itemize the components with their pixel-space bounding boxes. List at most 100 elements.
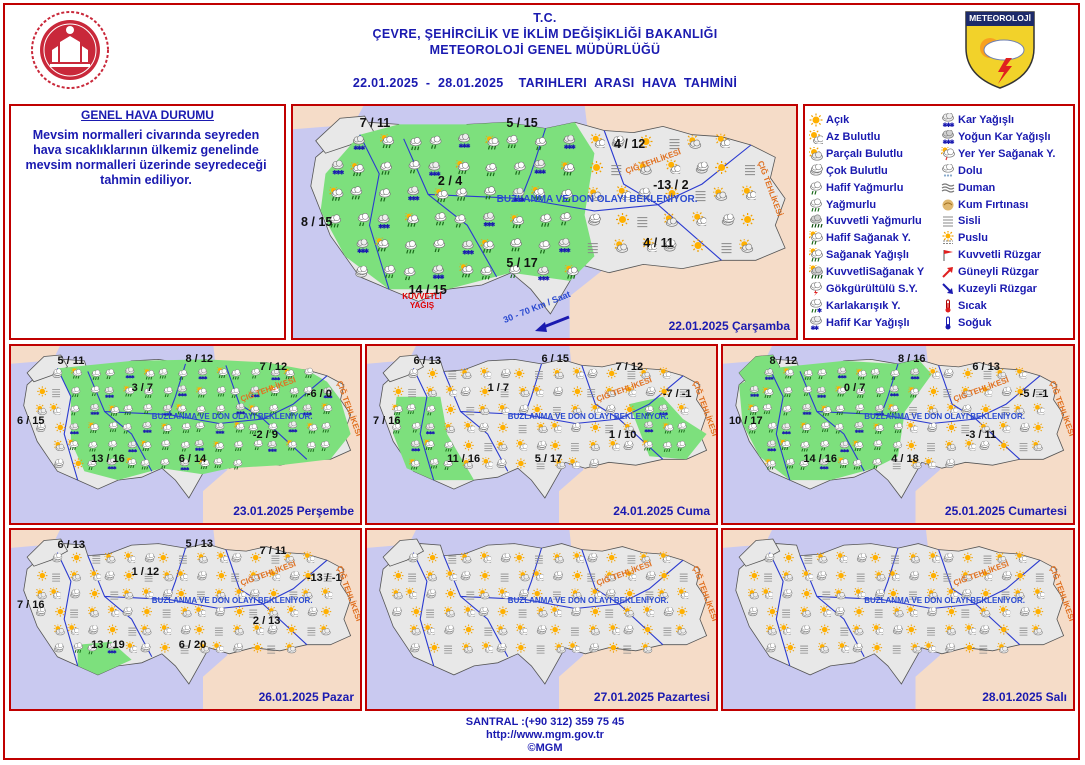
temperature-label: 2 / 4	[437, 173, 463, 188]
light-rain-icon	[108, 440, 118, 451]
sun-icon	[320, 606, 332, 617]
svg-text:✱: ✱	[277, 376, 282, 381]
partly-cloudy-icon	[713, 187, 728, 201]
region-boundary	[618, 375, 684, 420]
rain-icon	[762, 403, 772, 415]
svg-text:✱: ✱	[541, 276, 546, 283]
sun-small-cloud-icon	[999, 605, 1011, 617]
light-rain-icon	[799, 459, 809, 471]
partly-cloudy-icon	[496, 440, 508, 452]
cloud-icon	[518, 589, 529, 599]
shower-icon	[216, 367, 228, 379]
light-rain-icon	[163, 386, 173, 398]
shower-icon	[143, 368, 155, 380]
sun-icon	[141, 606, 153, 617]
svg-text:✱: ✱	[241, 410, 246, 415]
temperature-label: 8 / 15	[301, 215, 333, 229]
partly-cloudy-icon	[623, 606, 635, 618]
temperature-label: -13 / 2	[653, 177, 689, 192]
fog-icon	[180, 645, 189, 654]
svg-text:✱: ✱	[840, 448, 845, 453]
region-boundary	[104, 595, 264, 610]
cloud-icon	[927, 607, 938, 617]
svg-text:✱: ✱	[357, 248, 362, 255]
heavy-rain-icon	[810, 214, 823, 229]
partly-cloudy-icon	[927, 404, 939, 416]
legend-item: Açık	[809, 112, 849, 128]
shower-icon	[779, 439, 791, 451]
sun-icon	[393, 386, 404, 397]
sun-icon	[998, 440, 1009, 451]
svg-text:✱: ✱	[857, 429, 862, 434]
fog-icon	[1019, 443, 1028, 452]
icing-warning-label: BUZLANMA VE DON OLAYI BEKLENİYOR.	[151, 411, 313, 421]
cloud-icon	[588, 213, 601, 226]
cloud-icon	[1019, 422, 1030, 432]
fog-icon	[695, 191, 706, 202]
svg-text:✱: ✱	[323, 394, 328, 399]
snow-icon: ✱✱✱	[781, 423, 792, 434]
legend-label: Yağmurlu	[826, 198, 877, 211]
shower-icon	[283, 368, 295, 380]
sun-small-cloud-icon	[550, 605, 562, 617]
icing-warning-label: BUZLANMA VE DON OLAYI BEKLENİYOR.	[151, 596, 313, 606]
fog-icon	[448, 371, 457, 380]
map-day7: BUZLANMA VE DON OLAYI BEKLENİYOR.ÇIĞ TEH…	[721, 528, 1075, 711]
svg-text:✱: ✱	[773, 447, 778, 452]
svg-text:✱: ✱	[559, 248, 564, 255]
forecast-date-label: 24.01.2025 Cuma	[613, 504, 710, 518]
svg-text:✱: ✱	[93, 411, 98, 416]
rain-icon	[662, 441, 672, 453]
cold-icon	[945, 316, 951, 330]
svg-text:✱: ✱	[148, 429, 153, 434]
sun-small-cloud-icon	[124, 551, 136, 563]
rain-icon	[71, 386, 81, 398]
svg-text:✱: ✱	[90, 411, 95, 416]
region-boundary	[460, 411, 620, 425]
legend-item: Puslu	[941, 230, 988, 246]
partly-cloudy-icon	[301, 588, 313, 600]
temperature-label: 6 / 14	[178, 453, 207, 466]
svg-text:✱: ✱	[113, 650, 118, 655]
svg-text:✱: ✱	[770, 376, 775, 381]
rain-icon	[748, 423, 758, 434]
cloud-icon	[162, 589, 173, 599]
svg-text:✱: ✱	[186, 466, 191, 471]
cloud-icon	[800, 625, 811, 635]
cloud-icon	[52, 553, 63, 563]
sun-icon	[1032, 422, 1044, 433]
sun-small-cloud-icon	[625, 385, 637, 397]
snow-icon: ✱✱✱	[407, 186, 420, 201]
temperature-label: 3 / 7	[131, 381, 153, 394]
footer-url[interactable]: http://www.mgm.gov.tr	[486, 729, 604, 741]
fog-icon	[979, 645, 988, 654]
svg-text:✱: ✱	[183, 392, 188, 397]
shower-icon	[67, 439, 79, 451]
sun-small-cloud-icon	[287, 605, 299, 617]
cloud-icon	[536, 625, 547, 635]
fog-icon	[144, 573, 153, 582]
svg-text:✱: ✱	[414, 447, 419, 452]
fog-icon	[637, 217, 648, 228]
sun-icon	[928, 386, 939, 397]
legend-label: Açık	[826, 114, 850, 126]
sun-small-cloud-icon	[516, 439, 528, 451]
partly-cloudy-icon	[800, 606, 812, 618]
light-rain-icon	[820, 440, 830, 451]
fog-icon	[570, 443, 579, 452]
snow-icon: ✱✱✱	[802, 403, 812, 415]
sleet-icon: ✱	[810, 298, 822, 313]
rain-icon	[380, 161, 392, 175]
legend-label: Yer Yer Sağanak Y.	[958, 147, 1056, 160]
partly-cloudy-icon	[739, 239, 754, 253]
sun-icon	[606, 552, 617, 563]
sun-icon	[616, 213, 629, 226]
region-boundary	[104, 411, 264, 425]
svg-text:✱: ✱	[825, 465, 830, 470]
sun-icon	[286, 624, 297, 635]
partly-cloudy-icon	[536, 422, 548, 434]
fog-icon	[267, 645, 276, 654]
cloud-icon	[874, 589, 885, 599]
light-rain-icon	[70, 405, 80, 416]
sun-icon	[741, 213, 755, 226]
